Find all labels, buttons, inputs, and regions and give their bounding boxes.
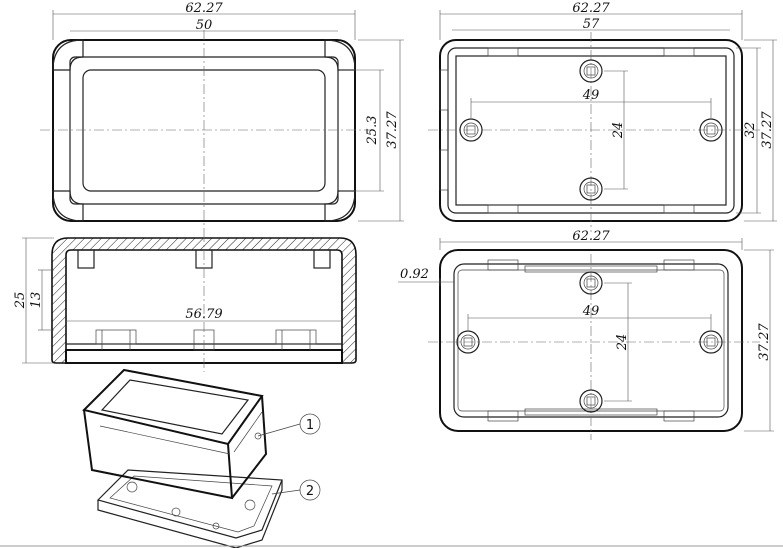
dim-hole-spacing-x-label: 49 bbox=[582, 88, 600, 103]
dim-inner-height-label: 25.3 bbox=[365, 116, 380, 146]
dim-total-height-label: 25 bbox=[13, 292, 28, 310]
dim-inner-height-label: 32 bbox=[743, 122, 758, 139]
screw-boss bbox=[699, 330, 723, 354]
view-isometric: 1 2 bbox=[82, 368, 321, 548]
snap-tab bbox=[663, 204, 695, 214]
screw-boss bbox=[579, 177, 603, 201]
view-bottom-right: 62.27 0.92 bbox=[398, 229, 774, 440]
dim-inner-width-label: 57 bbox=[583, 17, 600, 32]
corner-bumper bbox=[324, 190, 356, 222]
dim-inner-width-label: 50 bbox=[196, 18, 213, 33]
corner-bumper bbox=[52, 39, 84, 71]
base-tab bbox=[487, 410, 519, 422]
section-lid-tab bbox=[95, 329, 137, 345]
callout-part-1-number: 1 bbox=[306, 418, 314, 433]
screw-boss bbox=[456, 330, 480, 354]
screw-boss bbox=[459, 118, 483, 142]
snap-tab bbox=[663, 47, 695, 57]
screw-boss bbox=[579, 59, 603, 83]
section-rib bbox=[77, 249, 95, 269]
dim-overall-width-label: 62.27 bbox=[185, 1, 223, 16]
screw-boss bbox=[579, 271, 603, 295]
snap-tab bbox=[487, 47, 519, 57]
section-rib bbox=[313, 249, 331, 269]
callout-part-2-number: 2 bbox=[306, 484, 314, 499]
iso-housing bbox=[82, 368, 268, 500]
callout-part-2 bbox=[299, 479, 321, 501]
snap-tab bbox=[487, 204, 519, 214]
dim-hole-spacing-x-label: 49 bbox=[582, 304, 600, 319]
dim-hole-spacing-y-label: 24 bbox=[615, 334, 630, 352]
screw-boss bbox=[579, 389, 603, 413]
base-ledge bbox=[524, 408, 658, 416]
iso-base-plate bbox=[96, 469, 283, 548]
base-tab bbox=[663, 259, 695, 271]
corner-bumper bbox=[52, 190, 84, 222]
dim-hole-spacing-y-label: 24 bbox=[611, 122, 626, 140]
section-lid-tab bbox=[275, 329, 317, 345]
base-tab bbox=[663, 410, 695, 422]
dim-partial-height-label: 13 bbox=[29, 292, 44, 309]
screw-boss bbox=[699, 118, 723, 142]
dim-overall-width-label: 62.27 bbox=[572, 1, 610, 16]
dim-inner-width-label: 56.79 bbox=[185, 307, 222, 322]
side-rib bbox=[439, 149, 449, 191]
view-top-right: 62.27 57 bbox=[428, 1, 777, 232]
dim-overall-height-label: 37.27 bbox=[385, 111, 400, 149]
callout-part-1 bbox=[299, 413, 321, 435]
dim-offset-label: 0.92 bbox=[400, 267, 429, 282]
side-rib bbox=[439, 69, 449, 111]
corner-bumper bbox=[324, 39, 356, 71]
base-tab bbox=[487, 259, 519, 271]
view-top-left: 62.27 50 25.3 37.27 bbox=[40, 1, 404, 232]
dim-overall-width-label: 62.27 bbox=[572, 229, 610, 244]
dim-overall-height-label: 37.27 bbox=[760, 111, 775, 149]
dim-overall-height-label: 37.27 bbox=[757, 323, 772, 361]
view-section: 56.79 25 13 bbox=[13, 232, 357, 372]
